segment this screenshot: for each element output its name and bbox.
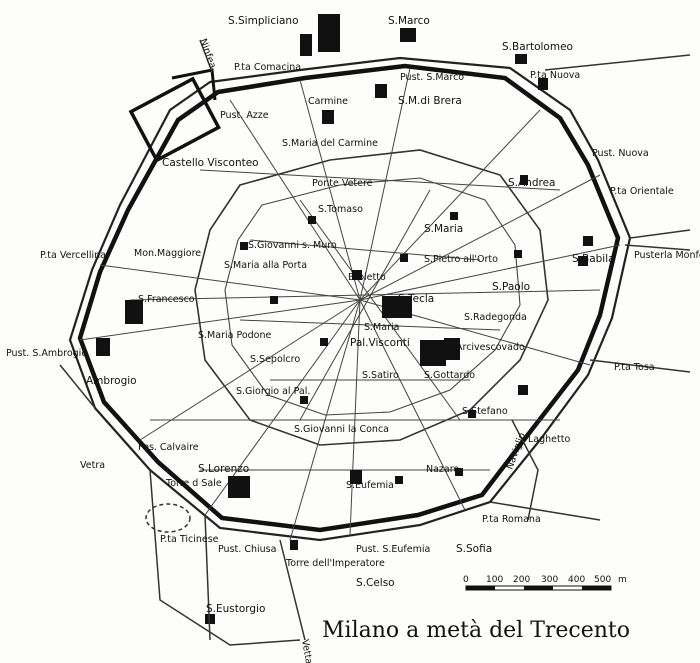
place-labels: S.Simpliciano S.Marco S.Bartolomeo Carmi… bbox=[80, 15, 615, 663]
gate-chiusa: Pust. Chiusa bbox=[218, 544, 276, 555]
label-ambrogio: Ambrogio bbox=[86, 375, 137, 387]
scale-tick-400: 400 bbox=[568, 575, 585, 585]
buildings bbox=[96, 14, 593, 624]
label-s-maria-porta: S.Maria alla Porta bbox=[224, 260, 307, 271]
city-wall bbox=[77, 63, 621, 533]
gate-monforte: Pusterla Monforte bbox=[634, 250, 700, 261]
label-s-giovanni-muro: S.Giovanni s. Muro bbox=[248, 240, 337, 251]
scale-tick-200: 200 bbox=[513, 575, 530, 585]
label-s-marco: S.Marco bbox=[388, 15, 430, 27]
label-s-giovanni-conca: S.Giovanni la Conca bbox=[294, 424, 389, 435]
scale-unit: m bbox=[618, 575, 627, 585]
label-mon-maggiore: Mon.Maggiore bbox=[134, 248, 201, 259]
label-laghetto: Laghetto bbox=[528, 434, 570, 445]
inner-ring-2 bbox=[224, 177, 521, 416]
gate-romana: P.ta Romana bbox=[482, 514, 541, 525]
gate-s-ambrogio: Pust. S.Ambrogio bbox=[6, 348, 87, 359]
label-s-giorgio: S.Giorgio al Pal. bbox=[236, 386, 310, 397]
label-s-sepolcro: S.Sepolcro bbox=[250, 354, 300, 365]
label-s-babila: S.Babila bbox=[572, 253, 615, 265]
gate-labels: P.ta Comacina Pust. S.Marco Pust. Nuova … bbox=[6, 62, 700, 555]
label-s-maria-2: S.Maria bbox=[364, 322, 399, 333]
label-s-eufemia: S.Eufemia bbox=[346, 480, 394, 491]
label-arcivescovado: Arcivescovado bbox=[456, 342, 525, 353]
label-s-francesco: S.Francesco bbox=[138, 294, 195, 305]
castle-visconteo bbox=[128, 76, 221, 163]
scale-tick-100: 100 bbox=[486, 575, 503, 585]
gate-s-marco: Pust. S.Marco bbox=[400, 72, 464, 83]
scale-tick-500: 500 bbox=[594, 575, 611, 585]
map-title: Milano a metà del Trecento bbox=[322, 618, 630, 643]
label-broletto: Broletto bbox=[348, 272, 386, 283]
label-s-celso: S.Celso bbox=[356, 577, 395, 589]
label-s-satiro: S.Satiro bbox=[362, 370, 399, 381]
outer-roads bbox=[59, 39, 691, 646]
label-s-sofia: S.Sofia bbox=[456, 543, 492, 555]
scale-bar: 0 100 200 300 400 500 m bbox=[463, 575, 627, 591]
scale-tick-300: 300 bbox=[541, 575, 558, 585]
label-ponte-vetere: Ponte Vetere bbox=[312, 178, 373, 189]
label-torre-sale: Torre d Sale bbox=[165, 478, 222, 489]
label-brera: S.M.di Brera bbox=[398, 95, 462, 107]
label-ninfea: Ninfea bbox=[197, 37, 218, 70]
label-s-stefano: S.Stefano bbox=[462, 406, 508, 417]
gate-comacina: P.ta Comacina bbox=[234, 62, 301, 73]
label-s-gottardo: S.Gottardo bbox=[424, 370, 475, 381]
label-s-lorenzo: S.Lorenzo bbox=[198, 463, 249, 475]
label-s-andrea: S.Andrea bbox=[508, 177, 556, 189]
label-s-maria-podone: S.Maria Podone bbox=[198, 330, 272, 341]
label-s-maria-carmine: S.Maria del Carmine bbox=[282, 138, 378, 149]
label-vetra: Vetra bbox=[80, 460, 105, 471]
label-naviglio: Naviglio bbox=[504, 431, 528, 471]
label-nazaro: Nazaro bbox=[426, 464, 459, 475]
gate-s-eufemia: Pust. S.Eufemia bbox=[356, 544, 430, 555]
label-carmine: Carmine bbox=[308, 96, 348, 107]
label-s-pietro-orto: S.Pietro all'Orto bbox=[424, 254, 498, 265]
gate-ticinese: P.ta Ticinese bbox=[160, 534, 219, 545]
gate-nuova: P.ta Nuova bbox=[530, 70, 580, 81]
label-s-bartolomeo: S.Bartolomeo bbox=[502, 41, 573, 53]
gate-pust-nuova: Pust. Nuova bbox=[592, 148, 649, 159]
label-s-maria-1: S.Maria bbox=[424, 223, 463, 235]
label-fos-calvaire: Fos. Calvaire bbox=[138, 442, 199, 453]
label-pal-visconti: Pal.Visconti bbox=[350, 337, 410, 349]
scale-tick-0: 0 bbox=[463, 575, 469, 585]
label-castello: Castello Visconteo bbox=[162, 157, 259, 169]
label-s-tecla: S.Tecla bbox=[398, 293, 434, 305]
gate-tosa: P.ta Tosa bbox=[614, 362, 655, 373]
label-torre-imperatore: Torre dell'Imperatore bbox=[285, 558, 385, 569]
label-vettabia: Vettabia bbox=[299, 639, 317, 663]
label-s-paolo: S.Paolo bbox=[492, 281, 530, 293]
gate-azze: Pust. Azze bbox=[220, 110, 269, 121]
label-s-tomaso: S.Tomaso bbox=[318, 204, 363, 215]
gate-orientale: P.ta Orientale bbox=[610, 186, 674, 197]
label-s-radegonda: S.Radegonda bbox=[464, 312, 527, 323]
gate-vercellina: P.ta Vercellina bbox=[40, 250, 106, 261]
label-s-eustorgio: S.Eustorgio bbox=[206, 603, 265, 615]
label-s-simpliciano: S.Simpliciano bbox=[228, 15, 299, 27]
